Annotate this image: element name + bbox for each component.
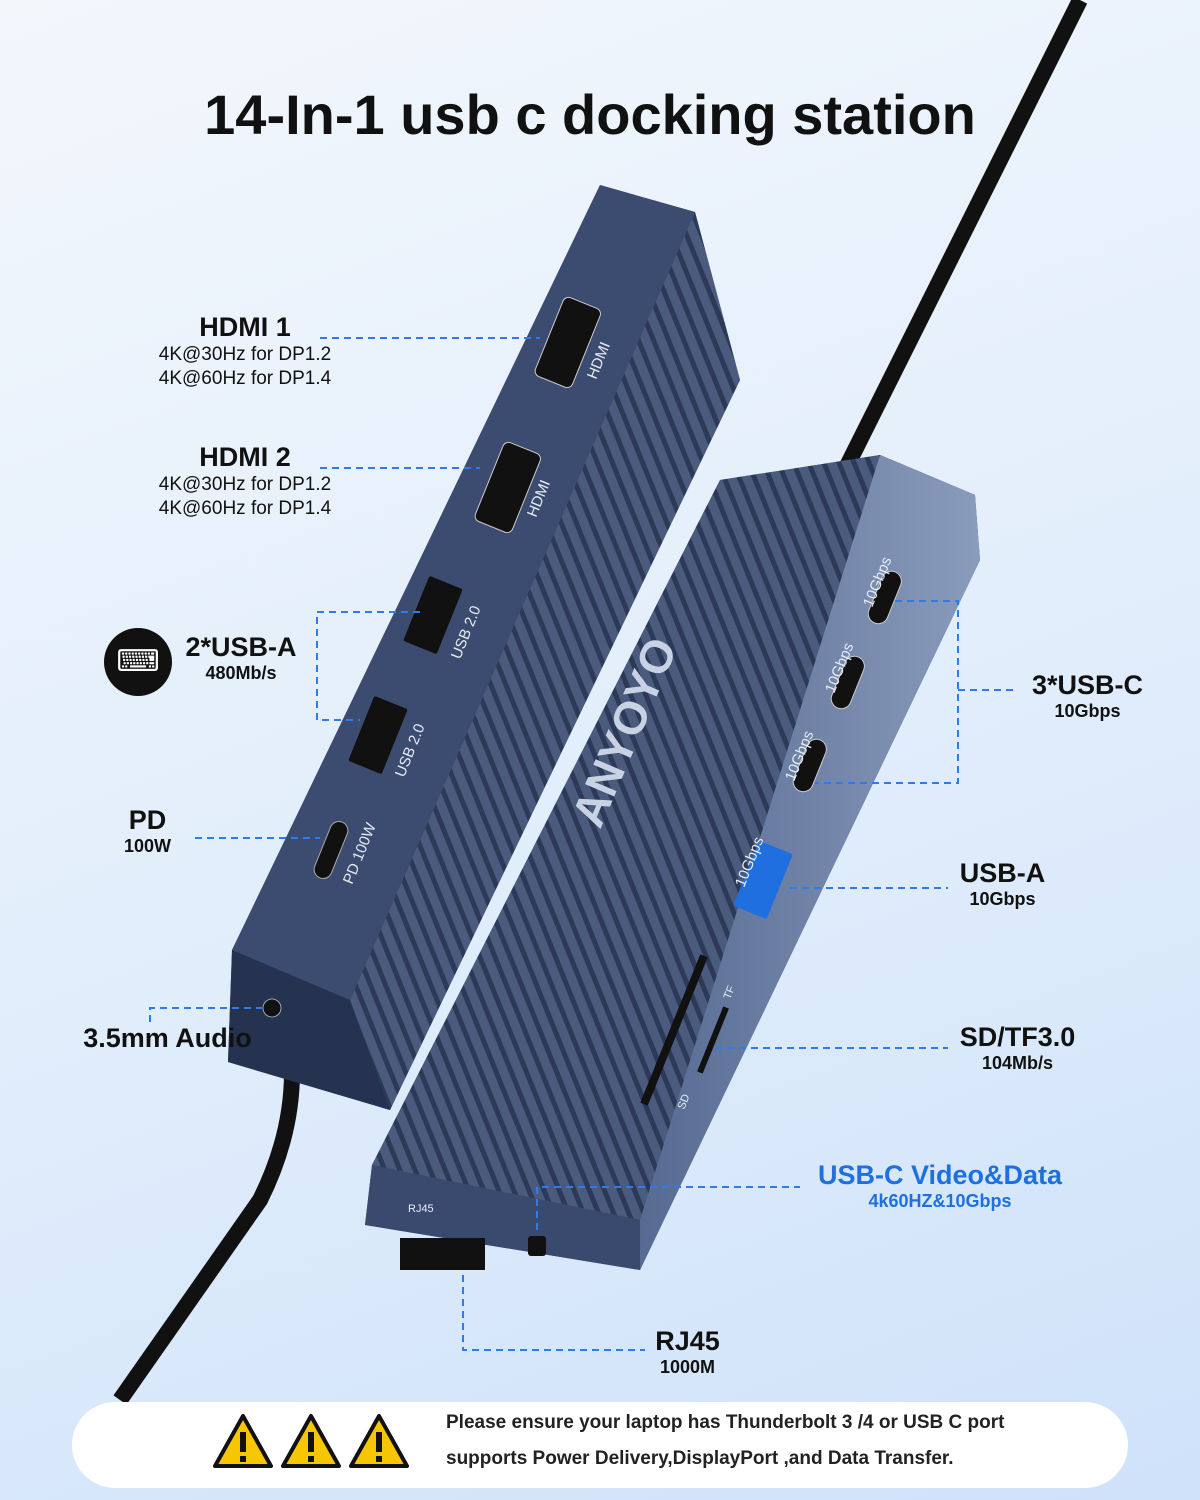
warning-icon [349,1414,409,1468]
warning-icon [213,1414,273,1468]
right-hub: 10Gbps 10Gbps 10Gbps 10Gbps TF SD RJ45 A… [365,455,980,1270]
notice-line-2: supports Power Delivery,DisplayPort ,and… [446,1448,954,1469]
label-pd: PD 100W [123,805,172,856]
label-sd-tf: SD/TF3.0 104Mb/s [959,1022,1076,1073]
page-title: 14-In-1 usb c docking station [204,83,976,146]
cable-bottom [113,1039,300,1405]
notice-line-1: Please ensure your laptop has Thunderbol… [446,1412,1005,1433]
label-hdmi2: HDMI 2 4K@30Hz for DP1.2 4K@60Hz for DP1… [158,442,332,519]
label-usb-c-3: 3*USB-C 10Gbps [1031,670,1144,721]
label-rj45: RJ45 1000M [655,1326,720,1377]
warning-icon [281,1414,341,1468]
label-hdmi1: HDMI 1 4K@30Hz for DP1.2 4K@60Hz for DP1… [158,312,332,389]
left-hub: HDMI HDMI USB 2.0 USB 2.0 PD 100W [228,185,740,1110]
callout-lines [149,337,1018,1351]
label-usb-a-2: 2*USB-A 480Mb/s [185,632,297,683]
keyboard-mouse-icon: ⌨ [104,628,172,696]
cable-top [837,0,1088,474]
label-usb-c-video: USB-C Video&Data 4k60HZ&10Gbps [817,1160,1063,1211]
label-usb-a: USB-A 10Gbps [959,858,1046,909]
port-mark-tf: TF [722,984,738,1001]
label-audio: 3.5mm Audio [83,1023,252,1053]
port-mark-sd: SD [676,1092,693,1111]
port-mark-rj45: RJ45 [408,1203,434,1215]
compatibility-notice: Please ensure your laptop has Thunderbol… [72,1402,1128,1488]
